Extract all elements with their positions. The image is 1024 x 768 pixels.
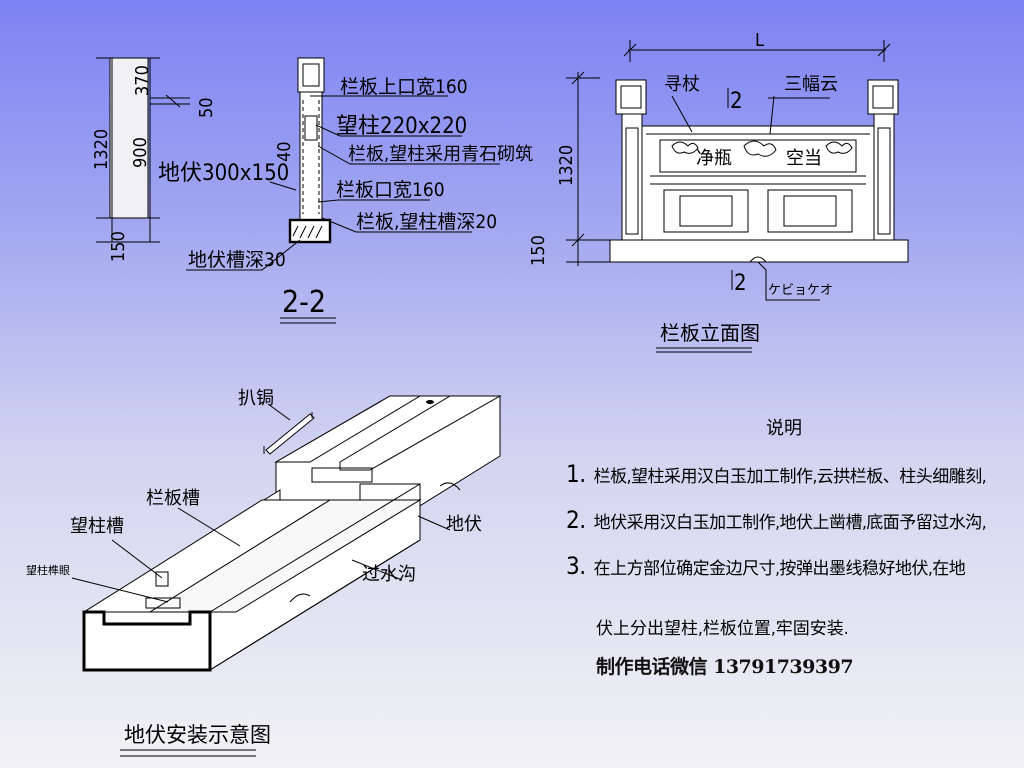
install-view: 扒锔 栏板槽 望柱槽 望柱榫眼 地伏 过水沟 地伏安装示意图: [26, 388, 502, 757]
dim-L: L: [755, 30, 764, 51]
elevation-view: L 1320 150: [528, 30, 909, 353]
note-item-3: 3.在上方部位确定金边尺寸,按弹出墨线稳好地伏,在地: [566, 552, 966, 580]
label-bajiang: 扒锔: [238, 388, 274, 409]
section-view: 370 50 1320 900 150 40 栏板上口宽160 望柱220x22…: [91, 57, 533, 324]
label-sunyan: 望柱榫眼: [26, 563, 70, 577]
label-base: 地伏300x150: [158, 161, 289, 186]
label-panel-width: 栏板口宽160: [336, 179, 445, 201]
label-kongdang: 空当: [786, 148, 822, 169]
note-item-1: 1.栏板,望柱采用汉白玉加工制作,云拱栏板、柱头细雕刻,: [566, 460, 987, 488]
label-post: 望柱220x220: [336, 114, 467, 139]
elevation-strip: [109, 57, 149, 219]
section-title: 2-2: [282, 285, 326, 320]
label-xunzhang: 寻杖: [664, 74, 700, 95]
elev-dim-150: 150: [528, 235, 549, 266]
label-base-groove: 地伏槽深30: [188, 249, 286, 271]
note-continuation: 伏上分出望柱,栏板位置,牢固安装.: [596, 619, 849, 639]
dim-370: 370: [132, 65, 153, 96]
dim-50: 50: [196, 97, 217, 118]
dim-900: 900: [130, 137, 151, 168]
elevation-title: 栏板立面图: [660, 321, 760, 345]
label-difu: 地伏: [446, 514, 482, 535]
label-jingping: 净瓶: [696, 148, 732, 169]
elev-base: [609, 239, 909, 263]
label-drain: ケビョケオ: [768, 283, 833, 298]
label-material: 栏板,望柱采用青石砌筑: [348, 144, 533, 165]
base-front-face: [82, 610, 212, 672]
label-wangzhu-cao: 望柱槽: [70, 516, 124, 537]
label-top-groove: 栏板上口宽160: [340, 76, 468, 98]
note-item-2: 2.地伏采用汉白玉加工制作,地伏上凿槽,底面予留过水沟,: [566, 506, 987, 534]
label-shuigou: 过水沟: [362, 564, 416, 585]
elev-post-right: [867, 79, 899, 241]
elev-dim-1320: 1320: [556, 145, 577, 186]
label-lanban-cao: 栏板槽: [146, 488, 200, 509]
dim-40: 40: [274, 141, 295, 162]
base-section: [288, 218, 332, 244]
staple-drawing: [265, 413, 315, 455]
dim-1320: 1320: [91, 129, 112, 170]
section-mark-top: 2: [730, 89, 743, 114]
notes-title: 说明: [766, 418, 802, 439]
label-post-groove: 栏板,望柱槽深20: [356, 211, 497, 233]
label-sanfuyun: 三幅云: [784, 74, 838, 95]
install-title: 地伏安装示意图: [124, 723, 271, 747]
elev-panel: [641, 125, 875, 241]
contact-info: 制作电话微信 13791739397: [596, 656, 854, 678]
section-mark-bottom: 2: [734, 271, 747, 296]
post-cap: [297, 57, 325, 93]
elev-post-left: [615, 79, 647, 241]
dim-150: 150: [108, 231, 129, 262]
